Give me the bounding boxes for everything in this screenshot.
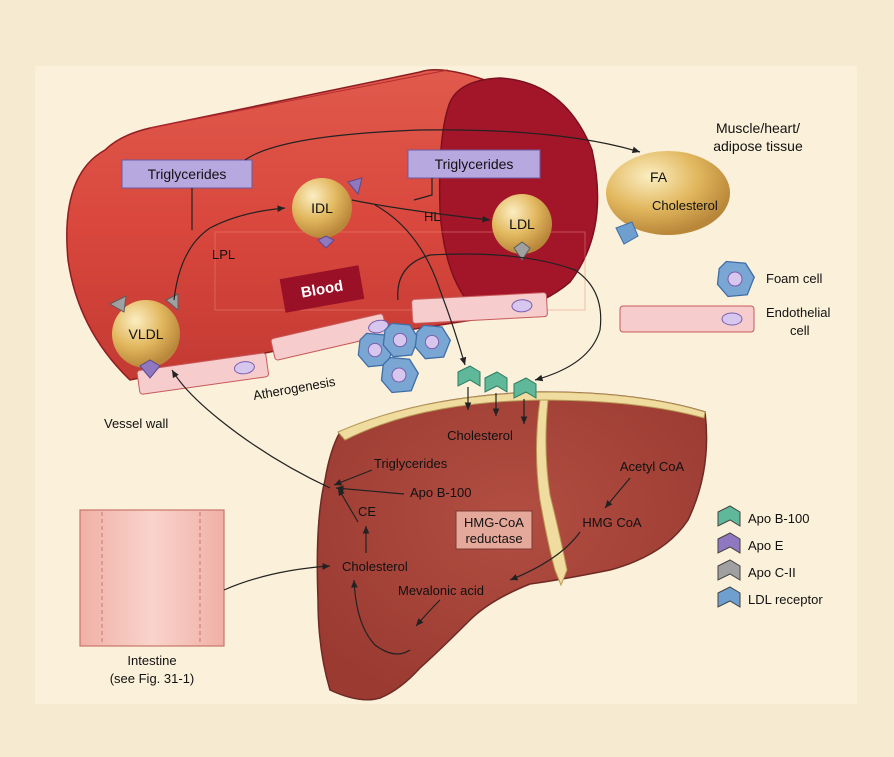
ldl-receptor-icon <box>615 221 639 245</box>
intestine-label-line2: (see Fig. 31-1) <box>110 671 195 686</box>
ldl-label: LDL <box>509 216 535 232</box>
triglycerides-label: Triglycerides <box>435 156 514 172</box>
peripheral-tissue: FA Cholesterol <box>606 151 730 245</box>
arrow-idl-to-liver <box>374 204 467 366</box>
arrow-vldl-to-idl <box>173 205 286 301</box>
arrow-liver-to-vldl <box>171 369 331 489</box>
legend-item-ldl-receptor: LDL receptor <box>717 586 823 608</box>
idl-particle: IDL <box>292 177 363 249</box>
apo-b100-icon <box>717 505 741 527</box>
legend-label: Apo B-100 <box>748 511 809 526</box>
arrow-fa-to-tissue <box>244 129 641 161</box>
hmg-coa-label: HMG CoA <box>582 515 642 530</box>
fa-label: FA <box>650 169 668 185</box>
legend-label: LDL receptor <box>748 592 823 607</box>
hmg-coa-reductase-box: HMG-CoA reductase <box>455 510 533 550</box>
vessel-wall-label: Vessel wall <box>104 416 168 431</box>
endothelial-legend-label-line2: cell <box>790 323 810 338</box>
legend-label: Apo E <box>748 538 784 553</box>
apo-e-icon <box>717 532 741 554</box>
apolipoprotein-legend: Apo B-100 Apo E Apo C-II LDL receptor <box>717 505 823 608</box>
legend-label: Apo C-II <box>748 565 796 580</box>
endothelial-cell <box>136 352 269 395</box>
endothelial-cell <box>411 292 548 324</box>
liver-cholesterol-top-label: Cholesterol <box>447 428 513 443</box>
pathway-arrows <box>171 129 641 655</box>
vldl-label: VLDL <box>128 326 163 342</box>
legend-item-apo-cii: Apo C-II <box>717 559 796 581</box>
endothelial-cell-legend-icon <box>619 305 755 333</box>
apo-cii-icon <box>717 559 741 581</box>
triglycerides-label: Triglycerides <box>148 166 227 182</box>
liver-triglycerides-label: Triglycerides <box>374 456 448 471</box>
liver-apo-b100-label: Apo B-100 <box>410 485 471 500</box>
legend-item-apo-e: Apo E <box>717 532 784 554</box>
triglycerides-box-left: Triglycerides <box>121 159 253 189</box>
hmg-coa-reductase-label-line2: reductase <box>465 531 522 546</box>
acetyl-coa-label: Acetyl CoA <box>620 459 685 474</box>
endothelial-legend-label-line1: Endothelial <box>766 305 830 320</box>
idl-label: IDL <box>311 200 333 216</box>
intestine <box>79 509 225 647</box>
ldl-receptor-icon <box>717 586 741 608</box>
mevalonic-acid-label: Mevalonic acid <box>398 583 484 598</box>
intestine-label-line1: Intestine <box>127 653 176 668</box>
hmg-coa-reductase-label-line1: HMG-CoA <box>464 515 524 530</box>
arrow-idl-to-ldl <box>351 199 491 223</box>
ce-label: CE <box>358 504 376 519</box>
triglycerides-box-right: Triglycerides <box>407 149 541 179</box>
lpl-label: LPL <box>212 247 235 262</box>
blood-label-box: Blood <box>279 265 365 313</box>
tissue-label-line2: adipose tissue <box>713 138 803 154</box>
tissue-cholesterol-label: Cholesterol <box>652 198 718 213</box>
vldl-particle: VLDL <box>108 293 180 379</box>
arrow-ldl-to-liver <box>397 253 602 382</box>
hl-label: HL <box>424 209 441 224</box>
falciform-ligament <box>536 399 568 587</box>
line-triglycerides-right <box>413 178 433 201</box>
liver-ldl-receptors <box>457 365 537 399</box>
liver-cholesterol-label: Cholesterol <box>342 559 408 574</box>
apo-b100-receptor-icon <box>484 371 508 393</box>
tissue-label-line1: Muscle/heart/ <box>716 120 800 136</box>
foam-cell-legend-label: Foam cell <box>766 271 822 286</box>
vessel-endothelium <box>136 292 548 395</box>
arrow-intestine-to-liver <box>223 563 331 591</box>
apo-b100-receptor-icon <box>457 365 481 387</box>
ldl-particle: LDL <box>492 194 552 261</box>
legend-item-apo-b100: Apo B-100 <box>717 505 809 527</box>
apo-b100-receptor-icon <box>513 377 537 399</box>
